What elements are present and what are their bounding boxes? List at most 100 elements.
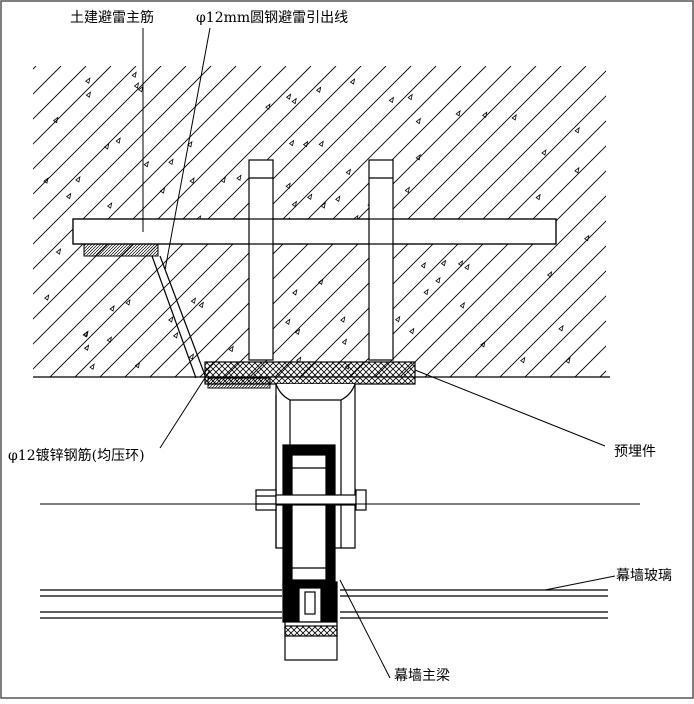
label-embedded-part: 预埋件 bbox=[614, 444, 656, 460]
hatch-line bbox=[33, 66, 62, 95]
aggregate-mark bbox=[65, 192, 72, 200]
aggregate-mark bbox=[198, 301, 204, 309]
hatch-line bbox=[499, 270, 606, 377]
aggregate-mark bbox=[511, 114, 517, 121]
aggregate-mark bbox=[82, 330, 88, 338]
aggregate-mark bbox=[480, 340, 486, 348]
aggregate-mark bbox=[335, 195, 341, 203]
aggregate-mark bbox=[541, 149, 547, 156]
aggregate-mark bbox=[75, 175, 81, 183]
aggregate-mark bbox=[168, 158, 174, 165]
aggregate-mark bbox=[159, 187, 166, 194]
aggregate-mark bbox=[482, 111, 488, 118]
aggregate-mark bbox=[188, 353, 194, 360]
label-rebar-main: 土建避雷主筋 bbox=[70, 9, 154, 26]
glazing-connector bbox=[282, 581, 338, 661]
mullion-profile bbox=[282, 444, 336, 591]
hatch-line bbox=[33, 66, 112, 145]
aggregate-mark bbox=[115, 137, 121, 144]
aggregate-mark bbox=[394, 315, 401, 323]
hatch-line bbox=[33, 66, 37, 70]
weld-seam bbox=[83, 243, 159, 257]
aggregate-mark bbox=[409, 327, 415, 335]
aggregate-mark bbox=[55, 248, 62, 255]
bolt bbox=[255, 489, 367, 511]
annotation-labels: 土建避雷主筋 φ12mm圆钢避雷引出线 φ12镀锌钢筋(均压环) 预埋件 幕墙玻… bbox=[8, 9, 672, 684]
aggregate-mark bbox=[341, 338, 347, 345]
aggregate-mark bbox=[535, 193, 541, 201]
aggregate-mark bbox=[423, 288, 429, 296]
aggregate-mark bbox=[546, 271, 553, 278]
aggregate-mark bbox=[228, 345, 234, 353]
aggregate-mark bbox=[307, 193, 313, 200]
aggregate-mark bbox=[85, 77, 91, 84]
aggregate-mark bbox=[131, 71, 137, 78]
hatch-line bbox=[33, 66, 187, 220]
aggregate-mark bbox=[292, 289, 298, 296]
aggregate-mark bbox=[320, 202, 326, 209]
aggregate-mark bbox=[190, 297, 196, 304]
aggregate-mark bbox=[143, 160, 149, 168]
aggregate-mark bbox=[236, 174, 242, 181]
hatch-line bbox=[474, 245, 606, 377]
aggregate-mark bbox=[44, 294, 50, 301]
aggregate-mark bbox=[519, 356, 526, 364]
aggregate-mark bbox=[455, 109, 461, 117]
aggregate-mark bbox=[404, 186, 410, 194]
aggregate-mark bbox=[345, 168, 351, 176]
aggregate-mark bbox=[83, 344, 90, 351]
main-rebar bbox=[72, 218, 557, 257]
hatch-line bbox=[549, 320, 606, 377]
aggregate-mark bbox=[318, 140, 324, 148]
aggregate-mark bbox=[349, 78, 356, 85]
hatch-line bbox=[675, 66, 694, 377]
hatch-line bbox=[33, 66, 212, 245]
aggregate-mark bbox=[565, 357, 571, 364]
aggregate-mark bbox=[457, 259, 464, 267]
aggregate-mark bbox=[137, 85, 144, 93]
aggregate-mark bbox=[265, 103, 271, 110]
aggregate-mark bbox=[302, 140, 309, 148]
aggregate-mark bbox=[574, 126, 580, 134]
aggregate-mark bbox=[415, 153, 421, 161]
aggregate-mark bbox=[584, 234, 590, 242]
hatch-line bbox=[424, 195, 606, 377]
aggregate-mark bbox=[134, 361, 141, 369]
curtain-glass-panels bbox=[40, 589, 608, 619]
aggregate-mark bbox=[109, 305, 115, 312]
hatch-line bbox=[33, 66, 162, 195]
aggregate-mark bbox=[415, 117, 421, 125]
aggregate-mark bbox=[285, 318, 291, 326]
aggregate-mark bbox=[285, 182, 291, 189]
anchor-bars bbox=[72, 159, 557, 361]
aggregate-mark bbox=[407, 93, 413, 101]
aggregate-mark bbox=[43, 177, 49, 184]
aggregate-mark bbox=[388, 96, 395, 104]
aggregate-mark bbox=[340, 316, 346, 323]
aggregate-mark bbox=[187, 140, 193, 148]
label-curtain-main-beam: 幕墙主梁 bbox=[394, 668, 450, 684]
hatch-line bbox=[650, 66, 694, 377]
aggregate-mark bbox=[168, 316, 174, 323]
anchor-bar-right bbox=[368, 159, 394, 361]
aggregate-mark bbox=[291, 97, 297, 105]
hatch-line bbox=[33, 66, 87, 120]
aggregate-mark bbox=[189, 177, 195, 184]
hatch-line bbox=[524, 295, 606, 377]
aggregate-mark bbox=[133, 82, 140, 89]
leader-lines bbox=[142, 27, 616, 679]
aggregate-mark bbox=[172, 331, 179, 339]
anchor-bar-left bbox=[248, 159, 274, 361]
aggregate-mark bbox=[317, 278, 324, 285]
aggregate-mark bbox=[285, 93, 292, 100]
aggregate-mark bbox=[464, 263, 470, 271]
galvanized-weld bbox=[207, 377, 271, 389]
aggregate-mark bbox=[459, 301, 465, 309]
aggregate-mark bbox=[106, 336, 112, 343]
aggregate-mark bbox=[220, 176, 226, 184]
aggregate-mark bbox=[89, 363, 95, 370]
aggregate-mark bbox=[85, 91, 92, 98]
